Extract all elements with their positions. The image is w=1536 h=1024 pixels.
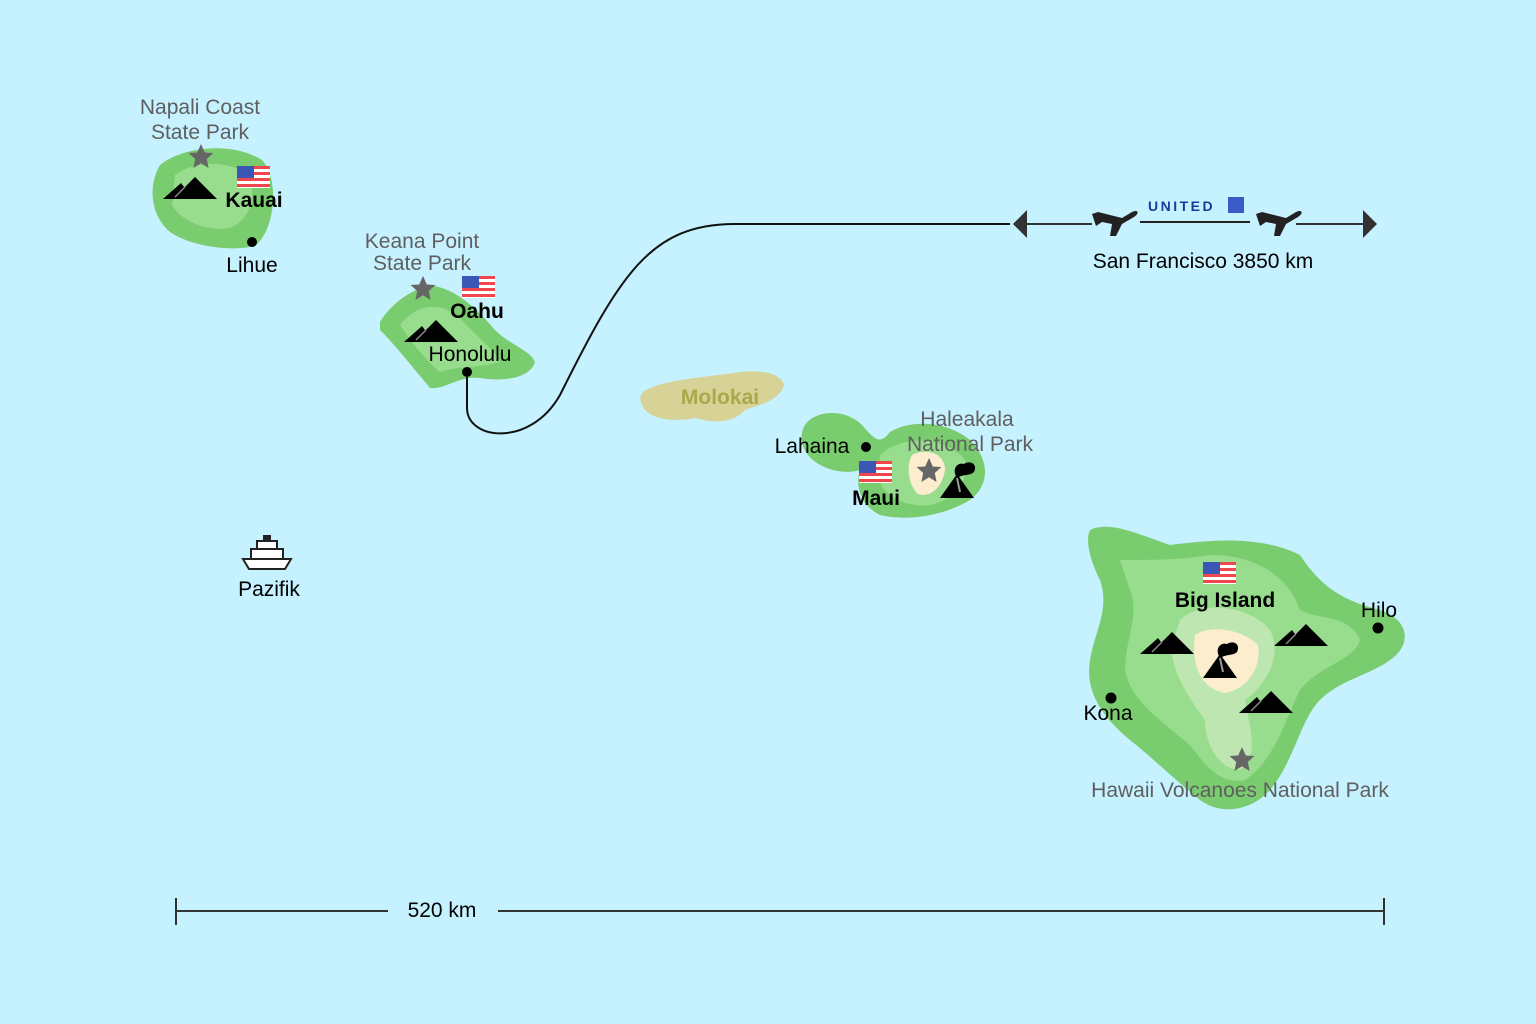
park-label: Haleakala xyxy=(920,408,1014,431)
flight-destination: San Francisco 3850 km xyxy=(1093,250,1314,273)
plane-icon xyxy=(1092,210,1138,236)
scale-label: 520 km xyxy=(408,899,477,922)
island-label-big-island: Big Island xyxy=(1175,589,1275,612)
us-flag-icon xyxy=(462,276,495,298)
city-dot-icon xyxy=(462,367,472,377)
city-label: Kona xyxy=(1083,702,1132,725)
island-label-kauai: Kauai xyxy=(225,189,282,212)
island-label-oahu: Oahu xyxy=(450,300,504,323)
city-label: Honolulu xyxy=(429,343,512,366)
city-dot-icon xyxy=(247,237,257,247)
ocean-label: Pazifik xyxy=(238,578,300,601)
island-maui xyxy=(801,412,985,518)
park-label: Napali Coast xyxy=(140,96,260,119)
city-label: Lihue xyxy=(226,254,277,277)
island-label-maui: Maui xyxy=(852,487,900,510)
island-molokai xyxy=(640,371,784,422)
united-globe-icon xyxy=(1228,197,1244,213)
city-dot-icon xyxy=(1372,622,1384,634)
park-label: Keana Point xyxy=(365,230,480,253)
island-label-molokai: Molokai xyxy=(681,386,759,409)
us-flag-icon xyxy=(859,461,892,483)
park-label: State Park xyxy=(373,252,472,275)
arrow-left-icon xyxy=(1013,210,1027,238)
arrow-right-icon xyxy=(1363,210,1377,238)
united-logo: UNITED xyxy=(1148,198,1215,214)
scale-bar: 520 km xyxy=(175,898,1385,925)
park-label: State Park xyxy=(151,121,250,144)
ship-icon xyxy=(241,535,293,570)
park-label: National Park xyxy=(907,433,1034,456)
city-label: Lahaina xyxy=(775,435,850,458)
flight-route xyxy=(466,223,1010,435)
city-dot-icon xyxy=(1105,692,1117,704)
us-flag-icon xyxy=(1203,562,1236,584)
plane-icon xyxy=(1256,210,1302,236)
park-label: Hawaii Volcanoes National Park xyxy=(1091,779,1389,802)
city-dot-icon xyxy=(861,442,871,452)
city-label: Hilo xyxy=(1361,599,1397,622)
us-flag-icon xyxy=(237,166,270,188)
